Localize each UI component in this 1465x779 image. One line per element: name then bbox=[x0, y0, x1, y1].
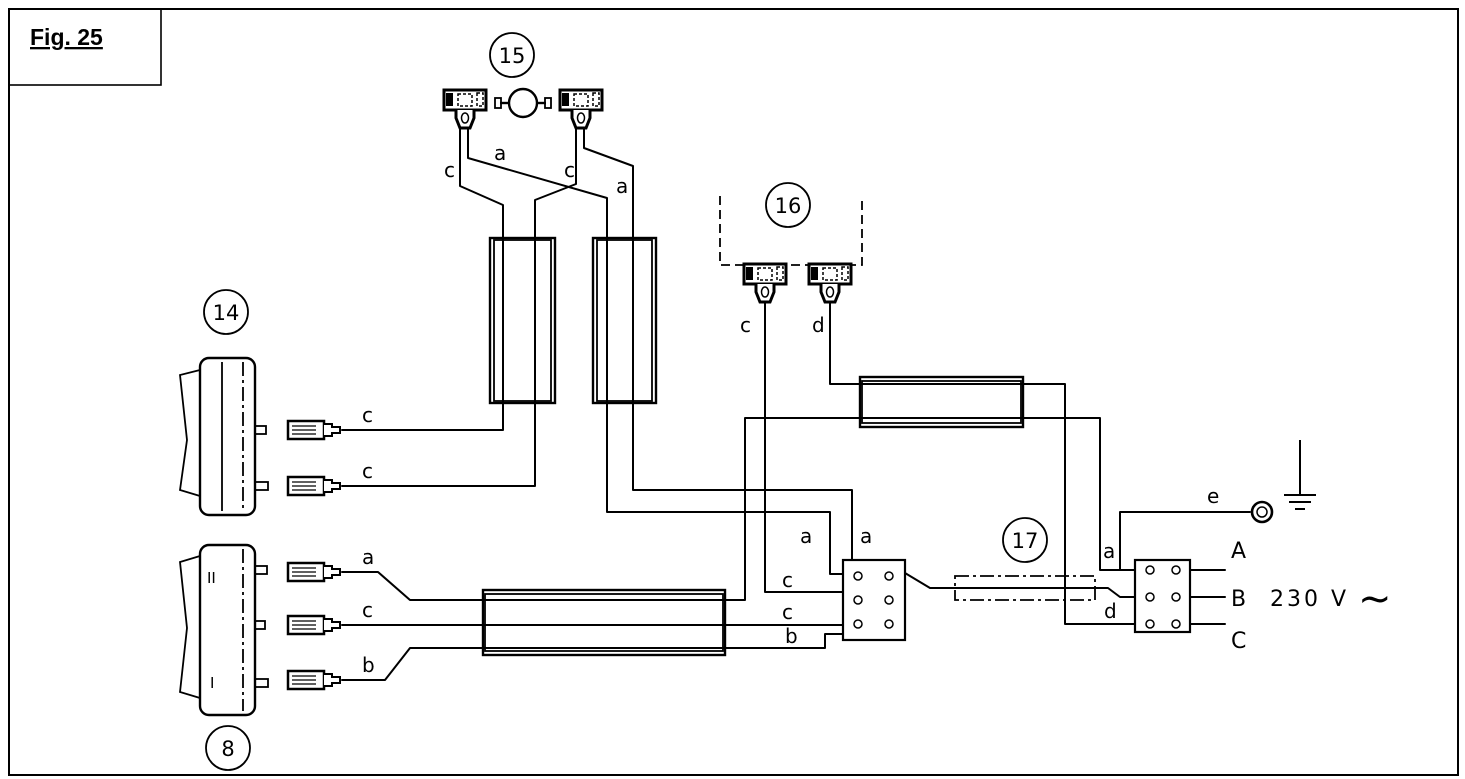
figure-border bbox=[8, 8, 1459, 776]
number-15: 15 bbox=[499, 44, 526, 68]
component-8: 8 II I a c b bbox=[179, 543, 375, 771]
wire-block1-to-block2 bbox=[904, 572, 1136, 598]
wire-label: c bbox=[362, 459, 373, 483]
wire-16-d bbox=[829, 301, 1136, 625]
wire-8-a bbox=[341, 417, 1136, 601]
number-14: 14 bbox=[213, 301, 240, 325]
component-17-outline bbox=[954, 575, 1096, 601]
plug-8-lower bbox=[286, 669, 342, 691]
wire-label: b bbox=[785, 624, 798, 648]
wire-label: b bbox=[362, 653, 375, 677]
circle-label-17 bbox=[1002, 517, 1048, 563]
wire-label: c bbox=[564, 158, 575, 182]
connector-15-left bbox=[442, 88, 488, 130]
wire-label: a bbox=[494, 141, 506, 165]
supply-labels: A B C 230 V ~ bbox=[1231, 539, 1392, 654]
phase-a-label: A bbox=[1231, 539, 1246, 564]
wire-8-b bbox=[341, 633, 844, 681]
number-16: 16 bbox=[775, 194, 802, 218]
wire-label: a bbox=[860, 524, 872, 548]
switch-8-mark-upper: II bbox=[207, 569, 216, 587]
terminal-block-2: e a d bbox=[1103, 484, 1219, 634]
wire-earth-e bbox=[1119, 511, 1251, 571]
wire-15-right-a bbox=[583, 127, 853, 561]
component-16-outline bbox=[719, 196, 863, 266]
figure-label: Fig. 25 bbox=[30, 24, 103, 50]
sleeve-right bbox=[591, 236, 658, 405]
switch-8-body bbox=[179, 543, 269, 717]
circle-label-14 bbox=[203, 289, 249, 335]
circle-label-15 bbox=[489, 32, 535, 78]
wire-label: d bbox=[812, 313, 825, 337]
sleeve-16 bbox=[858, 375, 1025, 429]
component-16: 16 c d bbox=[719, 182, 863, 337]
wire-label: c bbox=[444, 158, 455, 182]
wire-label: d bbox=[1104, 599, 1117, 623]
connector-16-left bbox=[742, 262, 788, 304]
wire-label: e bbox=[1207, 484, 1219, 508]
plug-14-upper bbox=[286, 419, 342, 441]
earth-ring-terminal bbox=[1250, 500, 1274, 524]
wire-15-left-c bbox=[341, 127, 504, 431]
figure-label-frame bbox=[8, 8, 162, 86]
wire-label: a bbox=[1103, 539, 1115, 563]
ground-icon bbox=[1284, 440, 1316, 510]
wire-16-c bbox=[764, 301, 844, 593]
circle-label-8 bbox=[205, 725, 251, 771]
component-14: 14 c c bbox=[179, 289, 373, 517]
wire-15-right-c bbox=[341, 127, 577, 487]
wire-label: a bbox=[362, 545, 374, 569]
terminal-screws bbox=[1145, 565, 1181, 629]
phase-b-label: B bbox=[1231, 587, 1246, 612]
wire-label: c bbox=[782, 600, 793, 624]
phase-c-label: C bbox=[1231, 629, 1246, 654]
wire-label: c bbox=[782, 568, 793, 592]
wire-label: a bbox=[800, 524, 812, 548]
connector-16-right bbox=[807, 262, 853, 304]
switch-14-body bbox=[179, 356, 269, 517]
ac-symbol: ~ bbox=[1358, 576, 1392, 622]
terminal-screws bbox=[853, 571, 894, 629]
component-15: 15 c a c a bbox=[442, 32, 628, 198]
motor-symbol bbox=[494, 87, 552, 119]
sleeve-bottom bbox=[481, 588, 727, 657]
wire-label: c bbox=[740, 313, 751, 337]
sleeve-left bbox=[488, 236, 557, 405]
switch-8-mark-lower: I bbox=[210, 674, 214, 692]
wire-15-left-a bbox=[467, 127, 844, 575]
component-17: 17 bbox=[954, 517, 1096, 601]
plug-14-lower bbox=[286, 475, 342, 497]
plug-8-upper bbox=[286, 561, 342, 583]
plug-8-middle bbox=[286, 614, 342, 636]
circle-label-16 bbox=[765, 182, 811, 228]
wire-label: c bbox=[362, 598, 373, 622]
number-8: 8 bbox=[221, 737, 234, 761]
supply-voltage: 230 V bbox=[1270, 587, 1349, 612]
number-17: 17 bbox=[1012, 529, 1039, 553]
wire-label: a bbox=[616, 174, 628, 198]
connector-15-right bbox=[558, 88, 604, 130]
terminal-block-1: a a c c b bbox=[782, 524, 907, 648]
figure-label-box: Fig. 25 bbox=[8, 8, 162, 86]
wire-label: c bbox=[362, 403, 373, 427]
